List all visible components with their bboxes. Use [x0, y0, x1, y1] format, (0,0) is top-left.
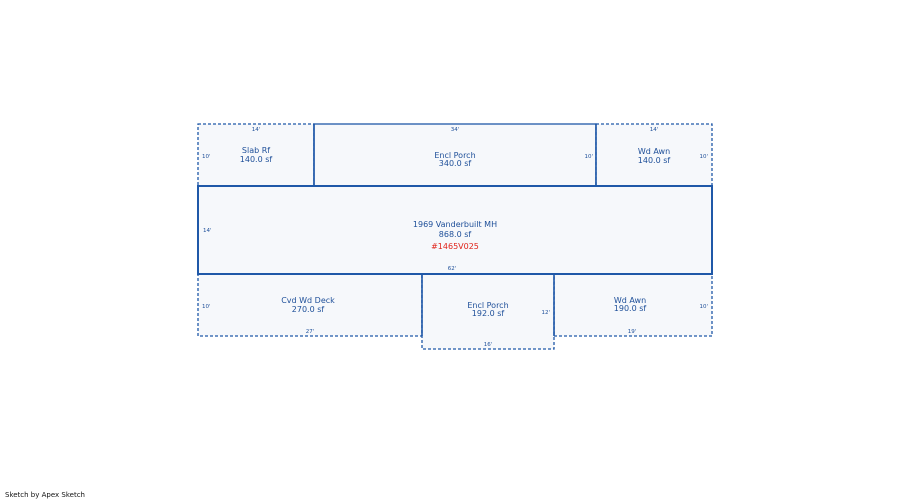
slab-roof-area — [197, 123, 315, 187]
wood-awning-bottom-area — [553, 273, 713, 337]
main-home-area-text: 868.0 sf — [439, 230, 472, 239]
deck-name: Cvd Wd Deck — [281, 296, 335, 305]
dim-awn-bottom-right: 10' — [699, 304, 708, 310]
dim-porch-right: 12' — [541, 310, 550, 316]
cvd-wood-deck-area — [197, 273, 423, 337]
encl-porch-bottom-name: Encl Porch — [467, 301, 508, 310]
wood-awning-top-area — [595, 123, 713, 187]
encl-porch-bottom-area-text: 192.0 sf — [472, 309, 505, 318]
dim-encl-top-right: 10' — [584, 154, 593, 160]
slab-roof-name: Slab Rf — [242, 146, 270, 155]
wd-awn-top-name: Wd Awn — [638, 147, 670, 156]
deck-area-text: 270.0 sf — [292, 305, 325, 314]
enclosed-porch-top-area — [313, 123, 597, 187]
sketch-credit: Sketch by Apex Sketch — [5, 491, 85, 499]
dim-slab-left: 10' — [202, 154, 211, 160]
dim-deck-bottom: 27' — [306, 329, 315, 335]
main-home-area — [197, 185, 713, 275]
dim-encl-top: 34' — [451, 127, 460, 133]
dim-main-bottom: 62' — [448, 266, 457, 272]
enclosed-porch-bottom-area — [421, 273, 555, 350]
main-home-name: 1969 Vanderbuilt MH — [413, 220, 497, 229]
slab-roof-area-text: 140.0 sf — [240, 155, 273, 164]
wd-awn-bottom-name: Wd Awn — [614, 296, 646, 305]
dim-porch-bottom: 16' — [484, 342, 493, 348]
encl-porch-top-area-text: 340.0 sf — [439, 159, 472, 168]
dim-awn-top-right: 10' — [699, 154, 708, 160]
main-home-serial: #1465V025 — [431, 242, 479, 251]
encl-porch-top-name: Encl Porch — [434, 151, 475, 160]
wd-awn-top-area-text: 140.0 sf — [638, 156, 671, 165]
dim-slab-top: 14' — [252, 127, 261, 133]
dim-deck-left: 10' — [202, 304, 211, 310]
dim-main-left: 14' — [203, 228, 212, 234]
wd-awn-bottom-area-text: 190.0 sf — [614, 304, 647, 313]
dim-awn-top: 14' — [650, 127, 659, 133]
dim-awn-bottom: 19' — [628, 329, 637, 335]
